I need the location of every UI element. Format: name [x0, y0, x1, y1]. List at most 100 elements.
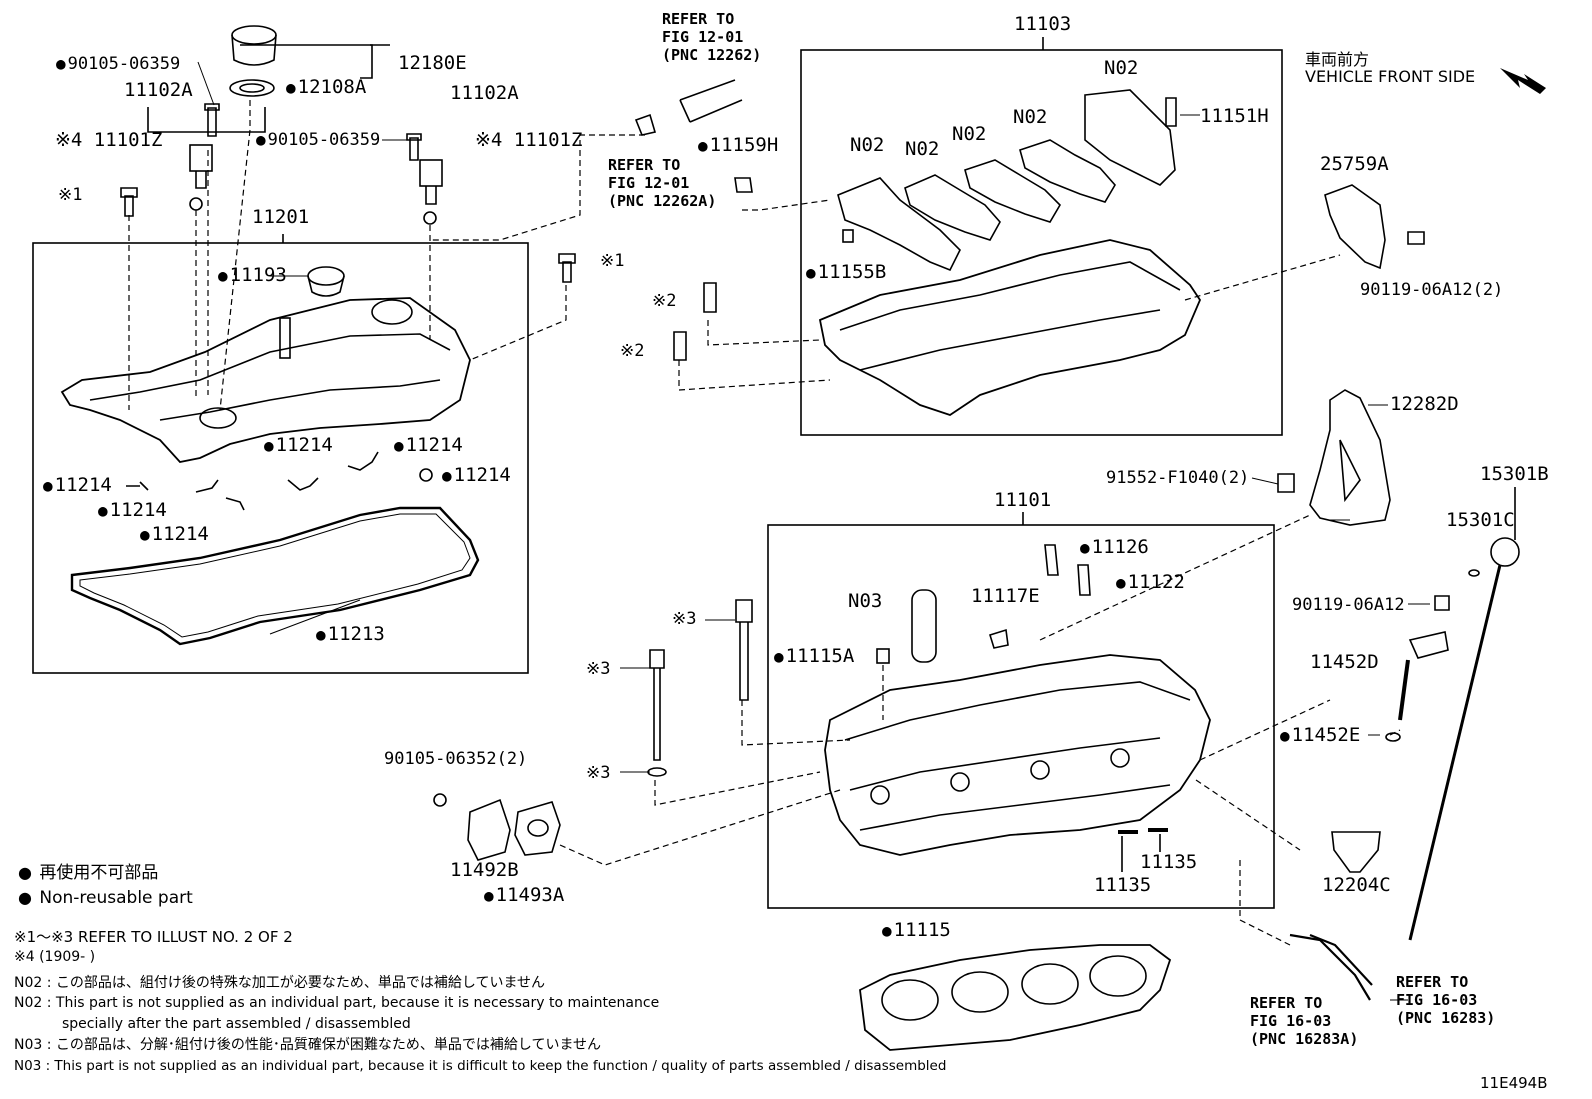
- label-11135-b: 11135: [1140, 851, 1198, 873]
- label-text: 90105-06359: [67, 54, 181, 74]
- non-reusable-dot-icon: [698, 134, 710, 156]
- label-text: 11193: [229, 264, 287, 286]
- note-n03-jp: N03 : この部品は、分解･組付け後の性能･品質確保が困難なため、単品では補給…: [14, 1037, 602, 1053]
- legend-en-text: Non-reusable part: [39, 888, 193, 908]
- direction-jp: 車両前方: [1305, 50, 1370, 69]
- label-text: 11126: [1091, 536, 1149, 558]
- label-n02-5: N02: [1104, 57, 1139, 79]
- label-n02-3: N02: [952, 123, 987, 145]
- label-text: 11214: [275, 434, 333, 456]
- label-11193: 11193: [218, 264, 287, 286]
- label-11122: 11122: [1116, 571, 1185, 593]
- note-n02-jp: N02 : この部品は、組付け後の特殊な加工が必要なため、単品では補給していませ…: [14, 975, 546, 991]
- label-11214-e: 11214: [98, 499, 167, 521]
- note-n02-en-cont: specially after the part assembled / dis…: [62, 1016, 411, 1032]
- non-reusable-dot-icon: [286, 76, 298, 98]
- label-11214-c: 11214: [442, 464, 511, 486]
- label-11452E: 11452E: [1280, 724, 1361, 746]
- label-11102A-left: 11102A: [124, 79, 193, 101]
- label-11201: 11201: [252, 206, 310, 228]
- non-reusable-dot-icon: [264, 434, 276, 456]
- non-reusable-dot-icon: [43, 474, 55, 496]
- label-11452D: 11452D: [1310, 651, 1379, 673]
- label-text: 11159H: [709, 134, 779, 156]
- label-11126: 11126: [1080, 536, 1149, 558]
- non-reusable-dot-icon: [1080, 536, 1092, 558]
- legend-en: Non-reusable part: [18, 887, 193, 909]
- non-reusable-dot-icon: [256, 130, 268, 150]
- cam-housing-shape: [818, 239, 1202, 416]
- note-n02-en: N02 : This part is not supplied as an in…: [14, 995, 660, 1011]
- label-90119-06A12: 90119-06A12: [1292, 595, 1405, 615]
- label-11101Z-right: ※4 11101Z: [475, 129, 583, 151]
- label-12282D: 12282D: [1390, 393, 1459, 415]
- diagram-code: 11E494B: [1480, 1074, 1548, 1092]
- non-reusable-dot-icon: [882, 919, 894, 941]
- non-reusable-dot-icon: [140, 523, 152, 545]
- label-n03: N03: [848, 590, 883, 612]
- non-reusable-dot-icon: [806, 261, 818, 283]
- label-11101Z-left: ※4 11101Z: [55, 129, 163, 151]
- note-kome4: ※4 (1909- ): [14, 949, 96, 965]
- label-n02-1: N02: [850, 134, 885, 156]
- label-text: 11214: [109, 499, 167, 521]
- label-text: 11115: [893, 919, 951, 941]
- label-11102A-right: 11102A: [450, 82, 519, 104]
- label-n02-2: N02: [905, 138, 940, 160]
- label-text: 11122: [1127, 571, 1185, 593]
- label-11214-b: 11214: [394, 434, 463, 456]
- label-text: 11214: [405, 434, 463, 456]
- label-15301C: 15301C: [1446, 509, 1515, 531]
- label-kome2-b: ※2: [620, 341, 645, 361]
- label-91552-F1040: 91552-F1040(2): [1106, 468, 1250, 488]
- label-text: 11214: [453, 464, 511, 486]
- non-reusable-dot-icon: [484, 884, 496, 906]
- refer-fig-16283[interactable]: REFER TO FIG 16-03 (PNC 16283): [1396, 973, 1496, 1027]
- label-11492B: 11492B: [450, 859, 519, 881]
- direction-en: VEHICLE FRONT SIDE: [1305, 67, 1476, 86]
- label-kome1-left: ※1: [58, 185, 83, 205]
- label-text: 11452E: [1291, 724, 1361, 746]
- label-11117E: 11117E: [971, 585, 1040, 607]
- non-reusable-dot-icon: [774, 645, 786, 667]
- non-reusable-dot-icon: [98, 499, 110, 521]
- label-text: 11115A: [785, 645, 855, 667]
- label-25759A: 25759A: [1320, 153, 1389, 175]
- box-11201: [32, 242, 529, 674]
- vehicle-front-arrow-icon: [1500, 68, 1546, 94]
- gasket-11213-shape: [70, 506, 480, 646]
- label-11135-a: 11135: [1094, 874, 1152, 896]
- head-gasket-shape: [859, 944, 1172, 1051]
- non-reusable-dot-icon: [18, 863, 34, 883]
- label-kome3-a: ※3: [672, 609, 697, 629]
- refer-fig-12262[interactable]: REFER TO FIG 12-01 (PNC 12262): [662, 10, 762, 64]
- label-12204C: 12204C: [1322, 874, 1391, 896]
- box-11103: [800, 49, 1283, 436]
- note-refer-illust: ※1～※3 REFER TO ILLUST NO. 2 OF 2: [14, 928, 293, 946]
- label-15301B: 15301B: [1480, 463, 1549, 485]
- label-11151H: 11151H: [1200, 105, 1269, 127]
- non-reusable-dot-icon: [1116, 571, 1128, 593]
- refer-fig-16283A[interactable]: REFER TO FIG 16-03 (PNC 16283A): [1250, 994, 1359, 1048]
- label-90119-06A12-2: 90119-06A12(2): [1360, 280, 1504, 300]
- label-11214-a: 11214: [264, 434, 333, 456]
- valve-cover-shape: [60, 297, 471, 463]
- label-text: 90105-06359: [267, 130, 381, 150]
- label-11213: 11213: [316, 623, 385, 645]
- label-11115: 11115: [882, 919, 951, 941]
- legend-jp-text: 再使用不可部品: [39, 863, 159, 883]
- label-90105-06352: 90105-06352(2): [384, 749, 528, 769]
- label-11155B: 11155B: [806, 261, 886, 283]
- label-text: 11493A: [495, 884, 565, 906]
- label-kome3-b: ※3: [586, 659, 611, 679]
- label-90105-06359-left: 90105-06359: [56, 54, 180, 74]
- label-11103: 11103: [1014, 13, 1072, 35]
- label-11493A: 11493A: [484, 884, 565, 906]
- label-11214-f: 11214: [140, 523, 209, 545]
- non-reusable-dot-icon: [442, 464, 454, 486]
- label-12180E: 12180E: [398, 52, 467, 74]
- label-text: 11214: [54, 474, 112, 496]
- refer-fig-12262A[interactable]: REFER TO FIG 12-01 (PNC 12262A): [608, 156, 717, 210]
- non-reusable-dot-icon: [218, 264, 230, 286]
